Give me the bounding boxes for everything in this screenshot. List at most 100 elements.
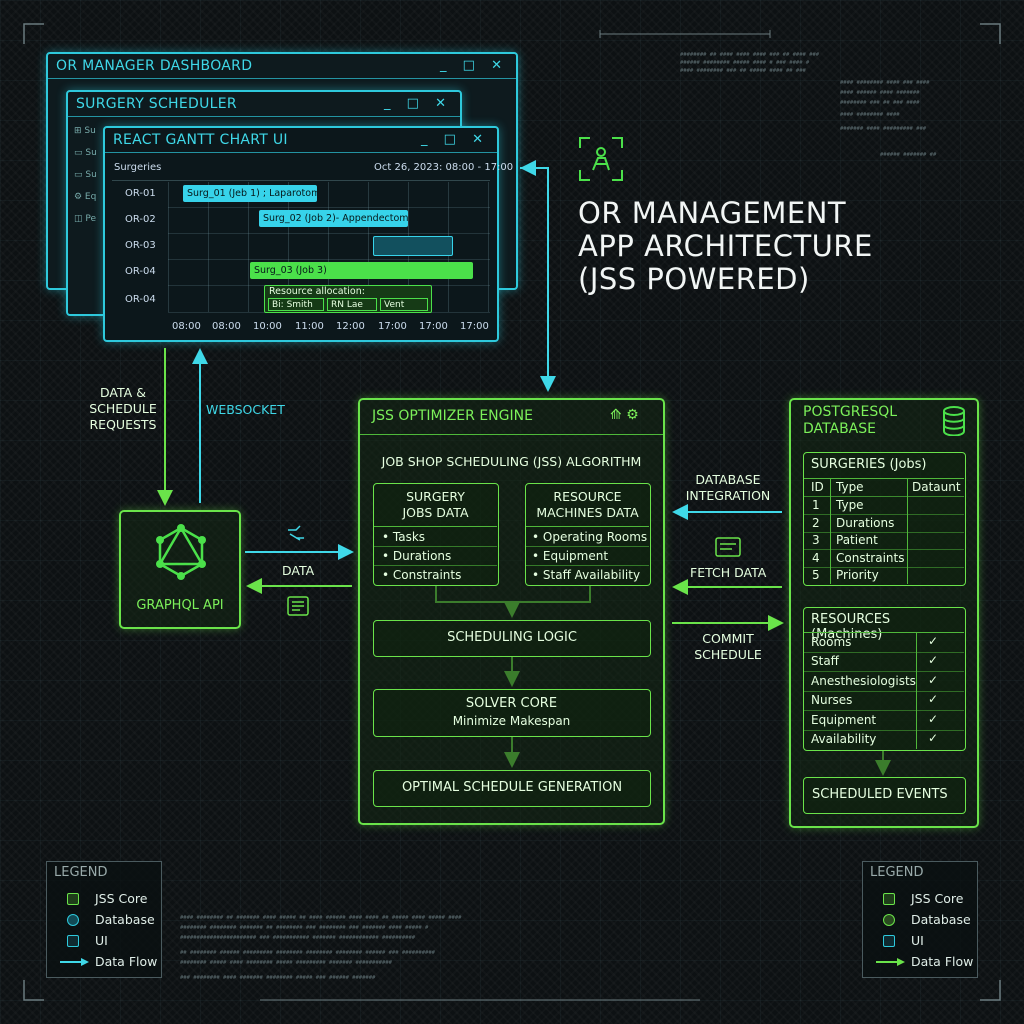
resource-row: Nurses — [811, 693, 853, 707]
flow-label-data: DATA — [282, 563, 315, 578]
legend-item: JSS Core — [95, 891, 148, 906]
check-icon: ✓ — [928, 731, 939, 745]
legend-title: LEGEND — [54, 865, 108, 880]
title-line-1: OR MANAGEMENT — [578, 196, 847, 230]
table-cell: 4 — [812, 551, 820, 565]
graphql-label: GRAPHQL API — [136, 598, 224, 613]
gantt-bar[interactable]: Surg_03 (Job 3) — [250, 262, 473, 279]
flow-label-commit-schedule: COMMIT SCHEDULE — [694, 631, 762, 662]
gantt-row-label: OR-03 — [125, 240, 156, 251]
gantt-bar[interactable] — [373, 236, 453, 256]
gantt-row-label: OR-02 — [125, 214, 156, 225]
sidebar-item[interactable]: ▭ Su — [74, 148, 97, 158]
machines-item: • Equipment — [532, 549, 609, 563]
resource-row: Anesthesiologists — [811, 674, 916, 688]
gantt-row-label: OR-04 — [125, 266, 156, 277]
check-icon: ✓ — [928, 634, 939, 648]
resources-table[interactable]: RESOURCES (Machines) Rooms ✓ Staff ✓ Ane… — [803, 607, 966, 751]
gantt-tick: 17:00 — [378, 321, 407, 332]
surgeries-table[interactable]: SURGERIES (Jobs) ID Type Dataunt 1 Type … — [803, 452, 966, 586]
gantt-title: REACT GANTT CHART UI — [113, 132, 288, 148]
resource-chip: Bi: Smith — [268, 298, 324, 311]
resource-machines-box[interactable]: RESOURCE MACHINES DATA • Operating Rooms… — [525, 483, 651, 586]
resource-allocation-title: Resource allocation: — [269, 286, 365, 297]
gantt-row-label: OR-01 — [125, 188, 156, 199]
jss-engine-panel[interactable]: JSS OPTIMIZER ENGINE ⟰ ⚙ JOB SHOP SCHEDU… — [358, 398, 665, 825]
title-line-2: APP ARCHITECTURE — [578, 229, 873, 263]
gantt-tick: 12:00 — [336, 321, 365, 332]
legend-item: Data Flow — [911, 954, 974, 969]
table-cell: Durations — [836, 516, 895, 530]
jobs-title: SURGERY JOBS DATA — [402, 489, 469, 520]
surgery-jobs-box[interactable]: SURGERY JOBS DATA • Tasks • Durations • … — [373, 483, 499, 586]
dashboard-title: OR MANAGER DASHBOARD — [56, 58, 253, 74]
resource-allocation-box[interactable]: Resource allocation: Bi: Smith RN Lae Ve… — [264, 285, 432, 313]
legend-item: UI — [95, 933, 108, 948]
window-controls[interactable]: _ □ ✕ — [384, 96, 452, 111]
legend-item: Database — [911, 912, 971, 927]
resources-title: RESOURCES (Machines) — [811, 612, 891, 642]
arrow-icon — [60, 958, 89, 966]
flow-label-database-integration: DATABASE INTEGRATION — [685, 472, 771, 503]
page-title: OR MANAGEMENT APP ARCHITECTURE (JSS POWE… — [578, 197, 873, 296]
table-cell: 5 — [812, 568, 820, 582]
legend-item: JSS Core — [911, 891, 964, 906]
check-icon: ✓ — [928, 712, 939, 726]
table-cell: 3 — [812, 533, 820, 547]
database-title: POSTGRESQL DATABASE — [803, 404, 898, 437]
solver-subtitle: Minimize Makespan — [452, 714, 571, 728]
graphql-icon — [156, 524, 206, 580]
arrow-icon — [876, 958, 905, 966]
scheduled-events-box[interactable]: SCHEDULED EVENTS — [803, 777, 966, 814]
engine-algorithm: JOB SHOP SCHEDULING (JSS) ALGORITHM — [381, 454, 642, 469]
legend-item: Data Flow — [95, 954, 158, 969]
table-cell: Constraints — [836, 551, 905, 565]
table-header: ID — [811, 480, 824, 494]
gantt-bar[interactable]: Surg_01 (Jeb 1) ; Laparotomy — [183, 185, 317, 202]
table-cell: Priority — [836, 568, 879, 582]
machines-item: • Staff Availability — [532, 568, 641, 582]
sidebar-item[interactable]: ⚙ Eq — [74, 192, 97, 202]
scheduler-title: SURGERY SCHEDULER — [76, 96, 237, 112]
sidebar-item[interactable]: ◫ Pe — [74, 214, 97, 224]
scheduling-logic-box[interactable]: SCHEDULING LOGIC — [373, 620, 651, 657]
window-controls[interactable]: _ □ ✕ — [440, 58, 508, 73]
legend-title: LEGEND — [870, 865, 924, 880]
graphql-api-box[interactable]: GRAPHQL API — [119, 510, 241, 629]
solver-core-box[interactable]: SOLVER CORE Minimize Makespan — [373, 689, 651, 737]
machines-item: • Operating Rooms — [532, 530, 648, 544]
window-controls[interactable]: _ □ ✕ — [421, 132, 489, 147]
resource-row: Availability — [811, 732, 877, 746]
legend-swatch-ui — [883, 935, 895, 947]
gantt-header-left: Surgeries — [114, 162, 162, 173]
optimal-schedule-box[interactable]: OPTIMAL SCHEDULE GENERATION — [373, 770, 651, 807]
resource-row: Staff — [811, 654, 839, 668]
resource-chip: RN Lae — [327, 298, 377, 311]
gantt-tick: 17:00 — [419, 321, 448, 332]
sidebar-item[interactable]: ▭ Su — [74, 170, 97, 180]
database-icon — [943, 406, 965, 436]
gantt-row-label: OR-04 — [125, 294, 156, 305]
gantt-bar[interactable]: Surg_02 (Job 2)- Appendectomy — [259, 210, 408, 227]
table-cell: Patient — [836, 533, 878, 547]
legend-swatch-ui — [67, 935, 79, 947]
scanner-icon — [579, 137, 623, 181]
table-header: Type — [836, 480, 864, 494]
legend-swatch-jss — [67, 893, 79, 905]
gantt-tick: 17:00 — [460, 321, 489, 332]
table-cell: Type — [836, 498, 864, 512]
flow-label-fetch-data: FETCH DATA — [690, 565, 767, 580]
legend-left: LEGEND JSS Core Database UI Data Flow — [46, 861, 162, 978]
gantt-header-right: Oct 26, 2023: 08:00 - 17:00 — [374, 162, 514, 173]
engine-title: JSS OPTIMIZER ENGINE — [372, 408, 533, 424]
jobs-item: • Durations — [382, 549, 452, 563]
gear-icon: ⟰ ⚙ — [610, 407, 639, 423]
table-header: Dataunt — [912, 480, 961, 494]
gantt-tick: 10:00 — [253, 321, 282, 332]
gantt-tick: 08:00 — [172, 321, 201, 332]
sidebar-item[interactable]: ⊞ Su — [74, 126, 96, 136]
gantt-tick: 11:00 — [295, 321, 324, 332]
legend-swatch-jss — [883, 893, 895, 905]
check-icon: ✓ — [928, 653, 939, 667]
